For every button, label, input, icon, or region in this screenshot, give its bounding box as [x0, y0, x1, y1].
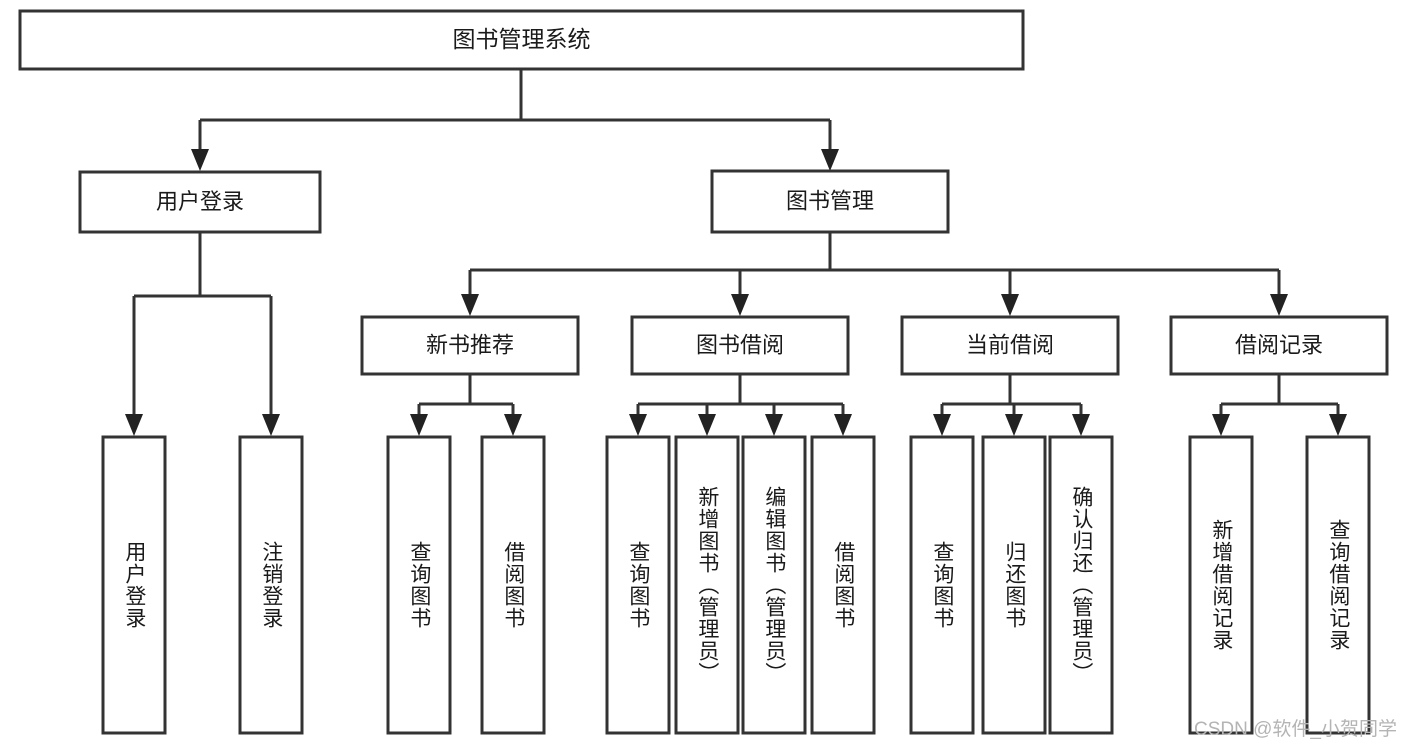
arrow-head-icon — [731, 294, 749, 316]
node-label-book-borrow: 图书借阅 — [696, 332, 784, 357]
node-label-book-manage: 图书管理 — [786, 188, 874, 213]
arrow-head-icon — [262, 414, 280, 436]
node-box-new-book-recommend — [360, 315, 580, 376]
node-box-user-login — [78, 170, 322, 234]
connector-group-root-to-level2 — [191, 69, 839, 171]
connector-group-bookborrow-to-leaves — [629, 374, 852, 436]
arrow-head-icon — [821, 149, 839, 171]
node-label-borrow-record: 借阅记录 — [1235, 332, 1323, 357]
node-box-leaf-user-login — [101, 435, 167, 735]
node-box-leaf-query-book-current — [909, 435, 975, 735]
connector-group-newbook-to-leaves — [410, 374, 522, 436]
node-box-book-manage — [710, 169, 950, 234]
arrow-head-icon — [504, 414, 522, 436]
node-leaf-confirm-return[interactable] — [1048, 435, 1114, 735]
node-box-leaf-confirm-return — [1048, 435, 1114, 735]
node-leaf-add-book[interactable] — [674, 435, 740, 735]
arrow-head-icon — [125, 414, 143, 436]
node-box-leaf-query-book-new — [386, 435, 452, 735]
node-box-book-borrow — [630, 315, 850, 376]
arrow-head-icon — [1329, 414, 1347, 436]
node-box-borrow-record — [1169, 315, 1389, 376]
node-leaf-query-book-borrow[interactable] — [605, 435, 671, 735]
arrow-head-icon — [834, 414, 852, 436]
node-user-login[interactable]: 用户登录 — [78, 170, 322, 234]
arrow-head-icon — [1001, 294, 1019, 316]
node-leaf-query-record[interactable] — [1305, 435, 1371, 735]
node-book-borrow[interactable]: 图书借阅 — [630, 315, 850, 376]
node-box-leaf-return-book — [981, 435, 1047, 735]
node-box-leaf-borrow-book-new — [480, 435, 546, 735]
node-leaf-edit-book[interactable] — [741, 435, 807, 735]
node-box-leaf-edit-book — [741, 435, 807, 735]
arrow-head-icon — [765, 414, 783, 436]
connector-group-userlogin-to-leaves — [125, 232, 280, 436]
arrow-head-icon — [461, 294, 479, 316]
node-box-leaf-borrow-book — [810, 435, 876, 735]
node-box-root — [18, 9, 1025, 71]
arrow-head-icon — [1270, 294, 1288, 316]
node-label-root: 图书管理系统 — [453, 26, 591, 52]
arrow-head-icon — [1212, 414, 1230, 436]
node-label-user-login: 用户登录 — [156, 189, 244, 214]
arrow-head-icon — [698, 414, 716, 436]
node-leaf-query-book-new[interactable] — [386, 435, 452, 735]
node-leaf-user-logout[interactable] — [238, 435, 304, 735]
node-leaf-borrow-book-new[interactable] — [480, 435, 546, 735]
arrow-head-icon — [629, 414, 647, 436]
node-book-manage[interactable]: 图书管理 — [710, 169, 950, 234]
node-leaf-add-record[interactable] — [1188, 435, 1254, 735]
node-label-new-book-recommend: 新书推荐 — [426, 332, 514, 357]
node-box-leaf-add-book — [674, 435, 740, 735]
node-borrow-record[interactable]: 借阅记录 — [1169, 315, 1389, 376]
node-root[interactable]: 图书管理系统 — [18, 9, 1025, 71]
arrow-head-icon — [191, 149, 209, 171]
node-current-borrow[interactable]: 当前借阅 — [900, 315, 1120, 376]
node-leaf-return-book[interactable] — [981, 435, 1047, 735]
arrow-head-icon — [933, 414, 951, 436]
arrow-head-icon — [1005, 414, 1023, 436]
node-leaf-borrow-book[interactable] — [810, 435, 876, 735]
connector-group-bookmanage-to-level3 — [461, 232, 1288, 316]
node-box-leaf-add-record — [1188, 435, 1254, 735]
node-box-current-borrow — [900, 315, 1120, 376]
node-box-leaf-query-record — [1305, 435, 1371, 735]
node-label-current-borrow: 当前借阅 — [966, 332, 1054, 357]
watermark-text: CSDN @软件_小贺同学 — [1194, 719, 1397, 740]
node-new-book-recommend[interactable]: 新书推荐 — [360, 315, 580, 376]
arrow-head-icon — [410, 414, 428, 436]
arrow-head-icon — [1072, 414, 1090, 436]
connector-group-borrowrecord-to-leaves — [1212, 374, 1347, 436]
node-box-leaf-user-logout — [238, 435, 304, 735]
connector-group-currentborrow-to-leaves — [933, 374, 1090, 436]
node-leaf-user-login[interactable] — [101, 435, 167, 735]
node-box-leaf-query-book-borrow — [605, 435, 671, 735]
node-leaf-query-book-current[interactable] — [909, 435, 975, 735]
